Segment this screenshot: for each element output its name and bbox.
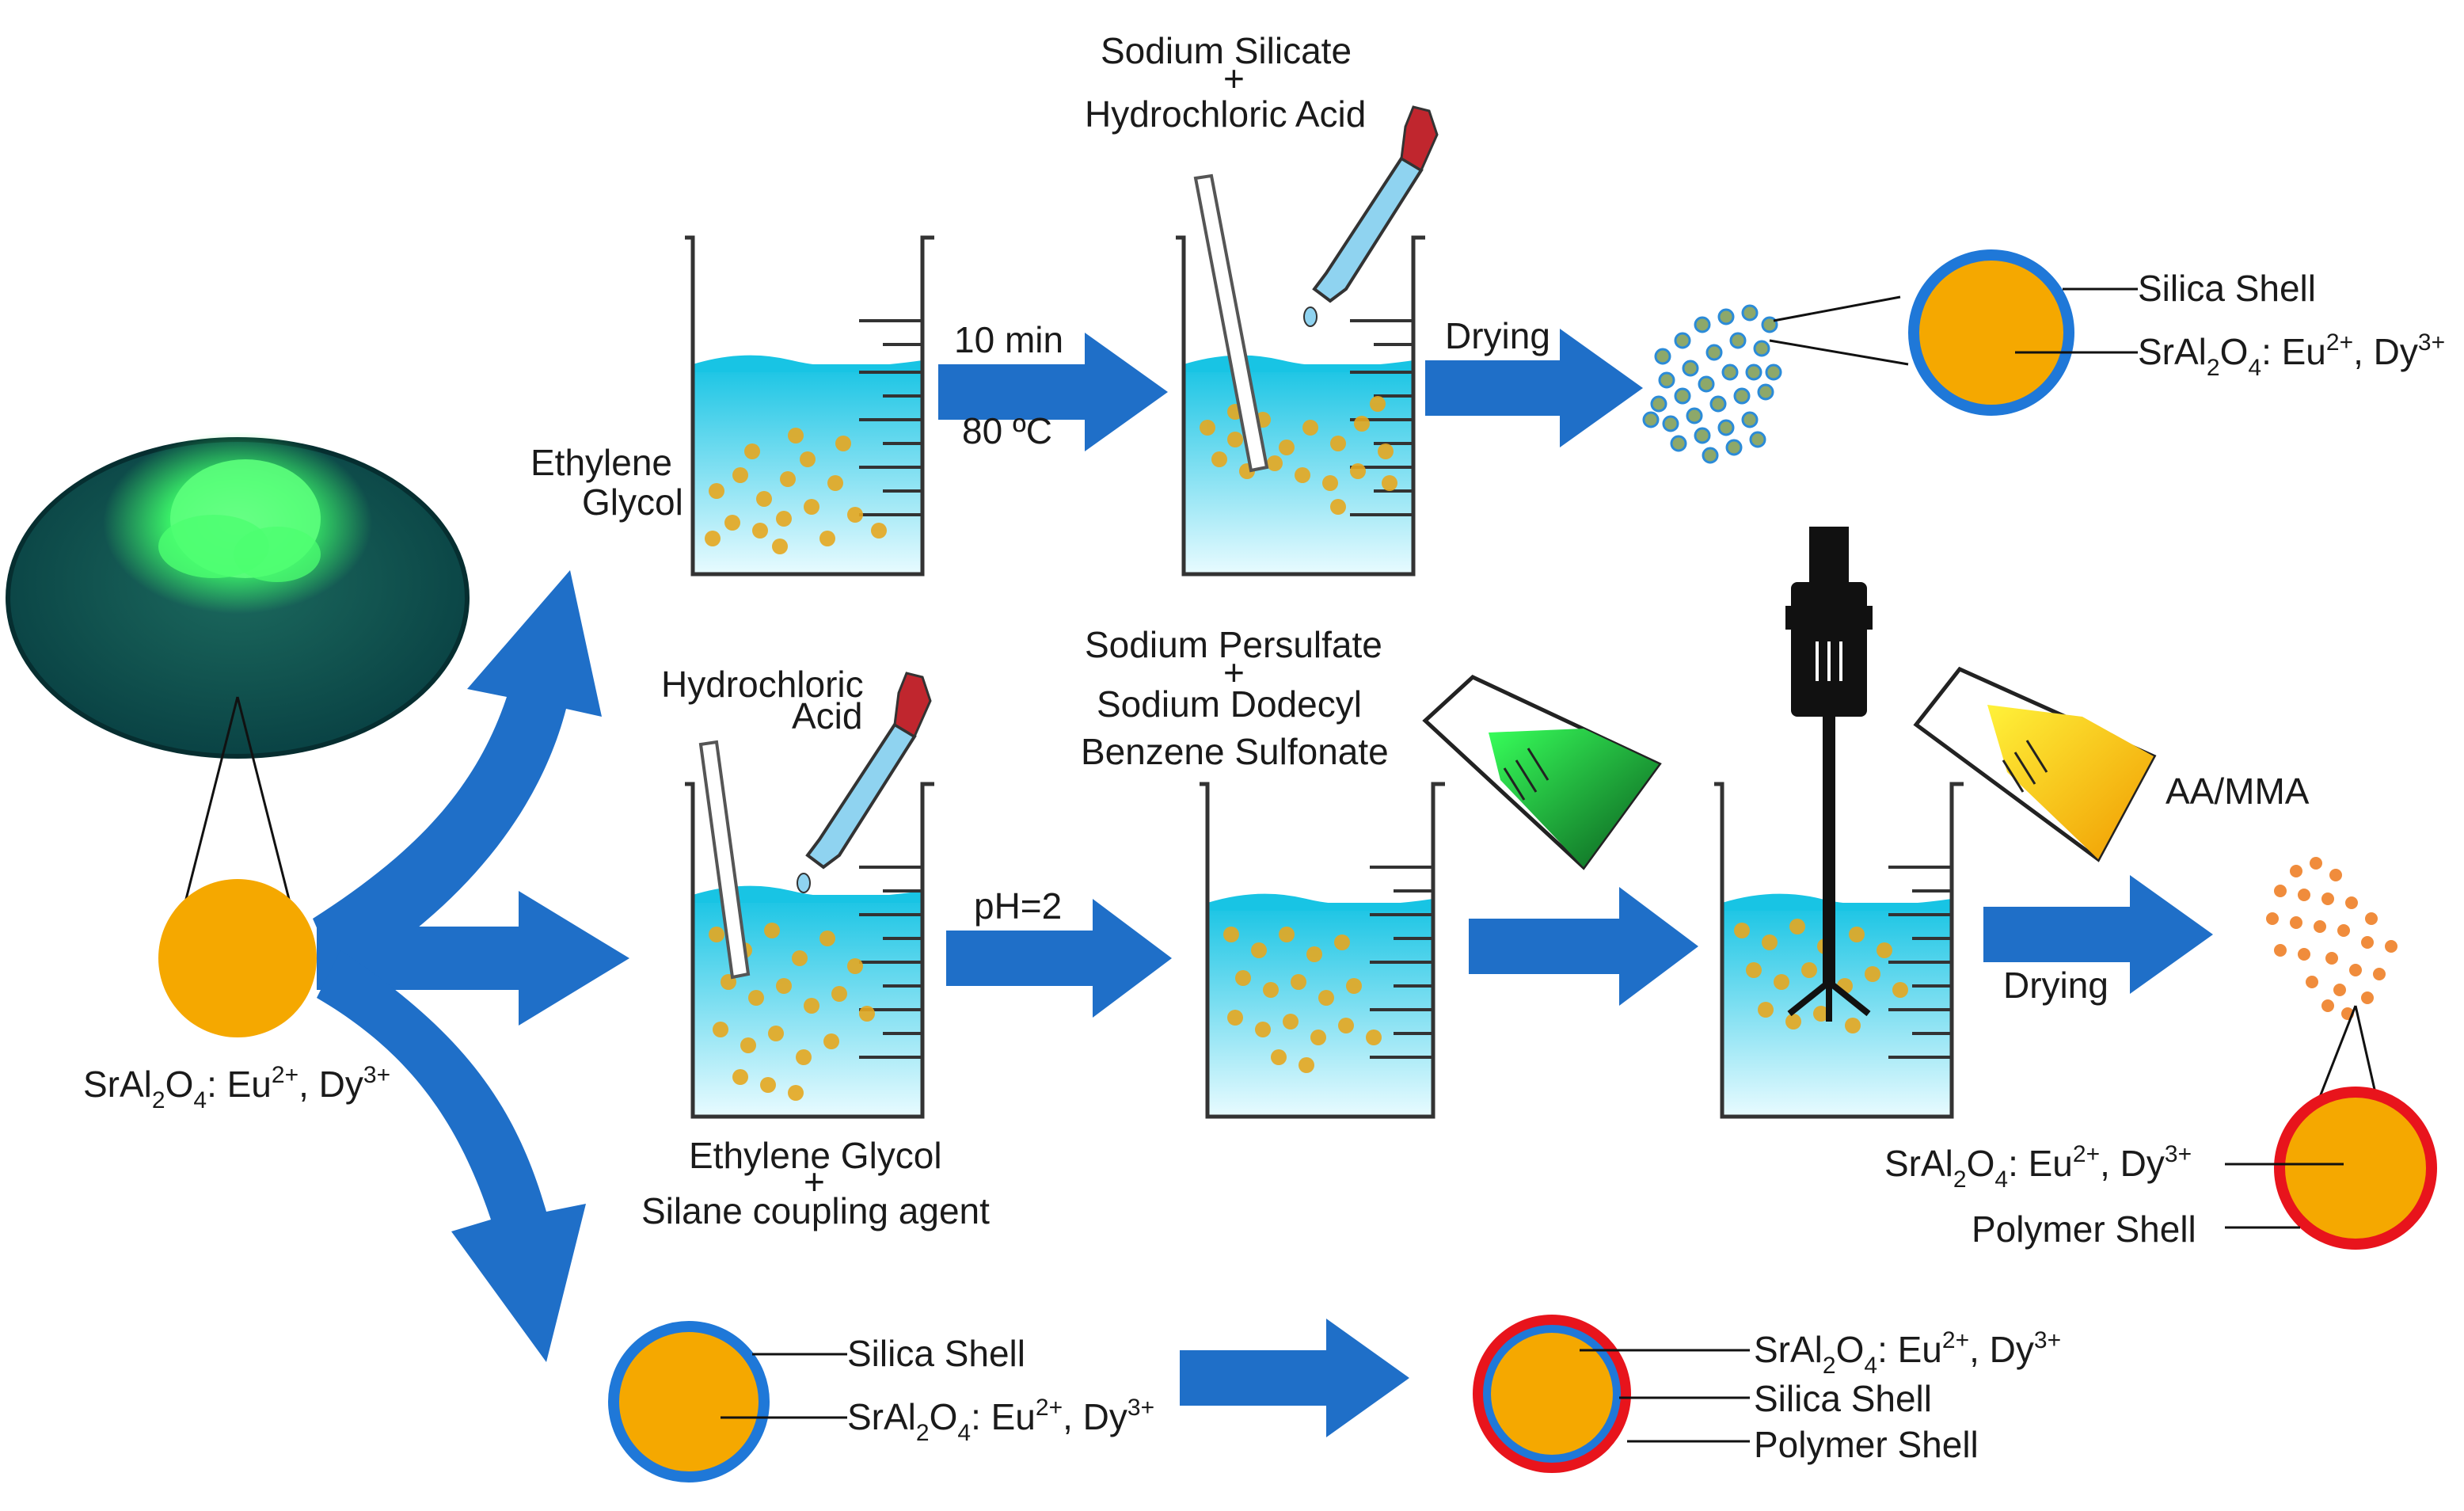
polymer-coated-particle (2274, 1087, 2437, 1250)
time-label: 10 min (954, 319, 1063, 360)
plus-label-2: + (804, 1161, 825, 1202)
core-formula-label-3: SrAl2O4: Eu2+, Dy3+ (847, 1395, 1154, 1446)
beaker-icon (685, 235, 934, 577)
silica-shell-label-3: Silica Shell (1754, 1378, 1932, 1419)
arrow-coating (1180, 1319, 1409, 1437)
glycol-label: Glycol (582, 481, 683, 523)
branch-arrow-down (317, 950, 586, 1362)
ethylene-label: Ethylene (530, 442, 672, 483)
silane-coupling-agent-label: Silane coupling agent (641, 1190, 990, 1231)
glass-rod-icon (1193, 173, 1269, 473)
zoom-line-right (236, 696, 295, 915)
beaker-icon (1176, 235, 1425, 577)
zoom-line-upper (1773, 295, 1901, 322)
zoom-line-poly-left (2318, 1005, 2357, 1098)
glass-rod-icon (698, 740, 751, 980)
dropper-icon (797, 672, 932, 893)
temperature-label: 80 ºC (962, 410, 1052, 451)
polymer-coated-particle-cluster (2264, 855, 2399, 1022)
hydrochloric-acid-label: Hydrochloric Acid (1085, 93, 1366, 135)
beaker-icon (1714, 782, 1964, 1119)
core-formula-label: SrAl2O4: Eu2+, Dy3+ (83, 1062, 390, 1113)
silica-coated-particle-2 (608, 1321, 770, 1482)
arrow-drying-1 (1425, 329, 1643, 447)
branch-arrow-up (313, 570, 602, 982)
branch-arrow-middle-head (519, 891, 629, 1026)
benzene-sulfonate-label: Benzene Sulfonate (1081, 731, 1389, 772)
drying-label-1: Drying (1445, 315, 1550, 356)
hydrochloric-label: Hydrochloric (661, 664, 864, 705)
zoom-line-left (181, 696, 239, 915)
beaker-icon (1200, 782, 1445, 1119)
flask-icon (1422, 675, 1662, 870)
polymer-shell-label-1: Polymer Shell (1972, 1208, 2196, 1250)
core-formula-label-2: SrAl2O4: Eu2+, Dy3+ (1884, 1141, 2192, 1193)
zoom-line-lower (1769, 339, 1909, 366)
branch-arrows (313, 570, 629, 1362)
silica-coated-particle (1908, 249, 2074, 416)
arrow-mix (1469, 887, 1698, 1006)
sodium-silicate-label: Sodium Silicate (1101, 30, 1352, 71)
sodium-dodecyl-label: Sodium Dodecyl (1097, 683, 1362, 725)
core-formula-label-1: SrAl2O4: Eu2+, Dy3+ (2138, 329, 2445, 381)
phosphor-core-particle (158, 879, 317, 1037)
acid-label: Acid (792, 695, 862, 736)
drying-label-2: Drying (2003, 965, 2108, 1006)
aa-mma-label: AA/MMA (2166, 771, 2310, 812)
arrow-drying-2 (1983, 875, 2213, 994)
zoom-line-poly-right (2354, 1005, 2377, 1094)
sodium-persulfate-label: Sodium Persulfate (1085, 624, 1382, 665)
silica-shell-label-1: Silica Shell (2138, 268, 2316, 309)
double-shell-particle (1473, 1315, 1631, 1473)
flask-icon (1913, 666, 2157, 862)
glowing-powder-dish (6, 432, 470, 759)
ph-label: pH=2 (974, 885, 1062, 927)
arrow-ph (946, 899, 1172, 1018)
stirrer-icon (1785, 527, 1873, 1022)
ethylene-glycol-label: Ethylene Glycol (689, 1135, 942, 1176)
silica-shell-label-2: Silica Shell (847, 1333, 1025, 1374)
core-formula-label-4: SrAl2O4: Eu2+, Dy3+ (1754, 1327, 2061, 1379)
arrow-heating (938, 333, 1168, 451)
plus-label-3: + (1223, 652, 1245, 693)
dropper-icon (1303, 105, 1439, 327)
silica-coated-particle-cluster (1642, 304, 1782, 464)
polymer-shell-label-2: Polymer Shell (1754, 1424, 1979, 1465)
plus-label: + (1223, 58, 1245, 99)
